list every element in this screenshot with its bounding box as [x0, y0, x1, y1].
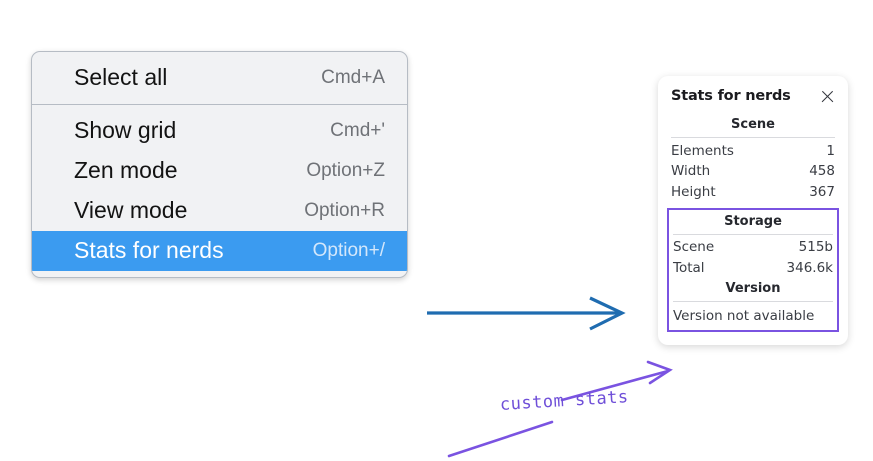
menu-item-label: Zen mode — [74, 157, 178, 183]
stat-value: 367 — [809, 184, 835, 201]
stat-row-height: Height 367 — [671, 183, 835, 204]
stat-row-width: Width 458 — [671, 162, 835, 183]
menu-item-zen-mode[interactable]: Zen mode Option+Z — [32, 151, 407, 191]
stat-value: 458 — [809, 163, 835, 180]
stat-row-version-value: Version not available — [673, 307, 815, 324]
stat-key: Elements — [671, 142, 734, 159]
menu-item-label: View mode — [74, 197, 188, 223]
stat-key: Width — [671, 163, 711, 180]
stats-panel-header: Stats for nerds — [671, 88, 835, 104]
custom-stats-highlight-box: Storage Scene 515b Total 346.6k Version … — [667, 207, 839, 332]
menu-item-label: Stats for nerds — [74, 237, 224, 263]
stats-for-nerds-panel: Stats for nerds Scene Elements 1 Width 4… — [658, 76, 848, 345]
stat-key: Height — [671, 184, 716, 201]
menu-item-shortcut: Option+R — [304, 200, 385, 221]
stats-section-version: Version Version not available — [673, 280, 833, 325]
close-icon[interactable] — [820, 89, 835, 104]
section-divider — [673, 300, 833, 302]
stats-panel-title: Stats for nerds — [671, 88, 791, 104]
menu-section-2: Show grid Cmd+' Zen mode Option+Z View m… — [32, 104, 407, 277]
menu-section-1: Select all Cmd+A — [32, 52, 407, 104]
stats-section-storage: Storage Scene 515b Total 346.6k — [673, 213, 833, 280]
menu-item-shortcut: Option+/ — [312, 240, 385, 261]
menu-item-shortcut: Cmd+A — [321, 67, 385, 88]
stat-key: Scene — [673, 239, 715, 256]
stat-key: Total — [673, 260, 705, 277]
blue-arrow — [427, 296, 626, 331]
menu-item-select-all[interactable]: Select all Cmd+A — [32, 58, 407, 98]
stat-row-elements: Elements 1 — [671, 141, 835, 162]
stat-value: 346.6k — [786, 260, 833, 277]
menu-item-view-mode[interactable]: View mode Option+R — [32, 191, 407, 231]
section-heading-storage: Storage — [724, 213, 782, 229]
stat-row-storage-total: Total 346.6k — [673, 259, 833, 280]
stat-value: 515b — [798, 239, 833, 256]
section-heading-scene: Scene — [731, 117, 775, 132]
section-divider — [673, 233, 833, 235]
annotation-label-custom-stats: custom stats — [499, 387, 630, 415]
stat-row-storage-scene: Scene 515b — [673, 238, 833, 259]
menu-item-show-grid[interactable]: Show grid Cmd+' — [32, 111, 407, 151]
section-divider — [671, 137, 835, 138]
purple-tail-stroke — [447, 420, 554, 458]
menu-item-shortcut: Cmd+' — [330, 120, 385, 141]
section-heading-version: Version — [725, 280, 781, 296]
stat-value: 1 — [826, 142, 835, 159]
menu-item-stats-for-nerds[interactable]: Stats for nerds Option+/ — [32, 231, 407, 271]
menu-item-shortcut: Option+Z — [306, 160, 385, 181]
stats-section-scene: Scene Elements 1 Width 458 Height 367 — [671, 116, 835, 204]
context-menu[interactable]: Select all Cmd+A Show grid Cmd+' Zen mod… — [31, 51, 408, 278]
menu-item-label: Select all — [74, 64, 168, 90]
menu-item-label: Show grid — [74, 117, 177, 143]
